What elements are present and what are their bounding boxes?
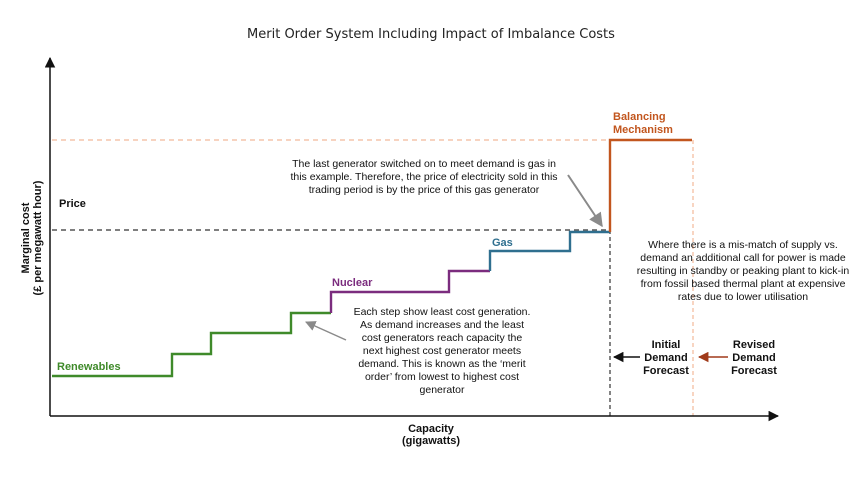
mismatch-note: Where there is a mis-match of supply vs.… <box>637 239 850 303</box>
steps-note: Each step show least cost generation. As… <box>354 306 531 396</box>
gas-label: Gas <box>492 237 513 249</box>
balancing-label-line1: Balancing <box>613 111 666 123</box>
gas-note-line: this example. Therefore, the price of el… <box>290 171 557 183</box>
x-axis-label-line2: (gigawatts) <box>402 435 460 447</box>
revised-forecast-line: Revised <box>733 339 775 351</box>
gas-note-arrow <box>567 174 603 228</box>
steps-note-line: order’ from lowest to highest cost <box>365 371 519 383</box>
balancing-label-line2: Mechanism <box>613 124 673 136</box>
initial-forecast-line: Demand <box>644 352 687 364</box>
mismatch-note-line: from fossil based thermal plant at expen… <box>641 278 846 290</box>
renewables-label: Renewables <box>57 361 121 373</box>
initial-forecast-line: Initial <box>652 339 681 351</box>
y-axis-label-line1: Marginal cost <box>20 202 32 273</box>
gas-note-line: The last generator switched on to meet d… <box>292 158 556 170</box>
revised-forecast-line: Forecast <box>731 365 777 377</box>
balancing-mechanism-step <box>608 138 692 232</box>
y-axis-label-line2: (£ per megawatt hour) <box>32 180 44 295</box>
steps-note-arrow <box>305 321 347 341</box>
mismatch-note-line: demand an additional call for power is m… <box>640 252 846 264</box>
mismatch-note-line: Where there is a mis-match of supply vs. <box>648 239 838 251</box>
initial-forecast-line: Forecast <box>643 365 689 377</box>
steps-note-line: As demand increases and the least <box>360 319 524 331</box>
diagram-title: Merit Order System Including Impact of I… <box>247 27 615 42</box>
initial-demand-forecast: Initial Demand Forecast <box>643 339 689 377</box>
nuclear-steps <box>329 269 490 313</box>
mismatch-note-line: resulting in standby or peaking plant to… <box>637 265 850 277</box>
revised-forecast-line: Demand <box>732 352 775 364</box>
renewables-steps <box>52 311 331 378</box>
gas-steps <box>488 230 610 271</box>
gas-note: The last generator switched on to meet d… <box>290 158 557 196</box>
steps-note-line: cost generators reach capacity the <box>362 332 523 344</box>
steps-note-line: generator <box>420 384 465 396</box>
price-label: Price <box>59 198 86 210</box>
steps-note-line: Each step show least cost generation. <box>354 306 531 318</box>
x-axis-label-line1: Capacity <box>408 423 455 435</box>
nuclear-label: Nuclear <box>332 277 373 289</box>
steps-note-line: next highest cost generator meets <box>363 345 521 357</box>
gas-note-line: trading period is by the price of this g… <box>309 184 540 196</box>
mismatch-note-line: rates due to lower utilisation <box>678 291 808 303</box>
steps-note-line: demand. This is known as the ‘merit <box>358 358 525 370</box>
revised-demand-forecast: Revised Demand Forecast <box>731 339 777 377</box>
